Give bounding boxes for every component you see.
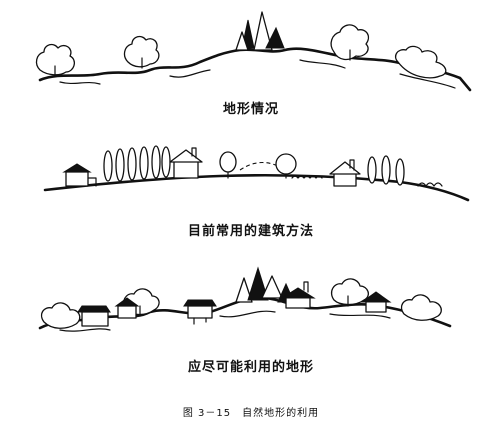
tree-icon <box>275 153 297 179</box>
bush-icon <box>394 45 447 79</box>
figure-caption: 图 3－15 自然地形的利用 <box>182 408 320 419</box>
house-icon <box>114 297 140 319</box>
panel-caption: 地形情况 <box>222 102 279 117</box>
house-icon <box>183 299 217 325</box>
shrub-icon <box>417 182 443 187</box>
poplar-row-icon <box>367 155 405 186</box>
bush-icon <box>40 302 81 329</box>
house-icon <box>169 147 203 179</box>
poplar-row-icon <box>103 145 171 182</box>
house-icon <box>280 281 316 309</box>
tree-icon <box>35 43 76 77</box>
panel-caption: 目前常用的建筑方法 <box>187 224 314 239</box>
house-icon <box>360 291 392 313</box>
hedge-icon <box>291 175 323 179</box>
tree-icon <box>123 35 160 69</box>
panel-caption: 应尽可能利用的地形 <box>187 360 314 375</box>
house-icon <box>62 163 97 187</box>
conifer-cluster-icon <box>235 11 285 51</box>
tree-icon <box>219 151 237 179</box>
bush-icon <box>400 294 442 321</box>
panel-terrain-to-use <box>38 266 452 332</box>
house-icon <box>77 305 111 327</box>
house-icon <box>329 159 361 187</box>
panel-terrain-situation <box>35 11 472 92</box>
tree-icon <box>330 278 370 307</box>
tree-icon <box>330 24 370 61</box>
panel-common-building-methods <box>43 145 470 202</box>
